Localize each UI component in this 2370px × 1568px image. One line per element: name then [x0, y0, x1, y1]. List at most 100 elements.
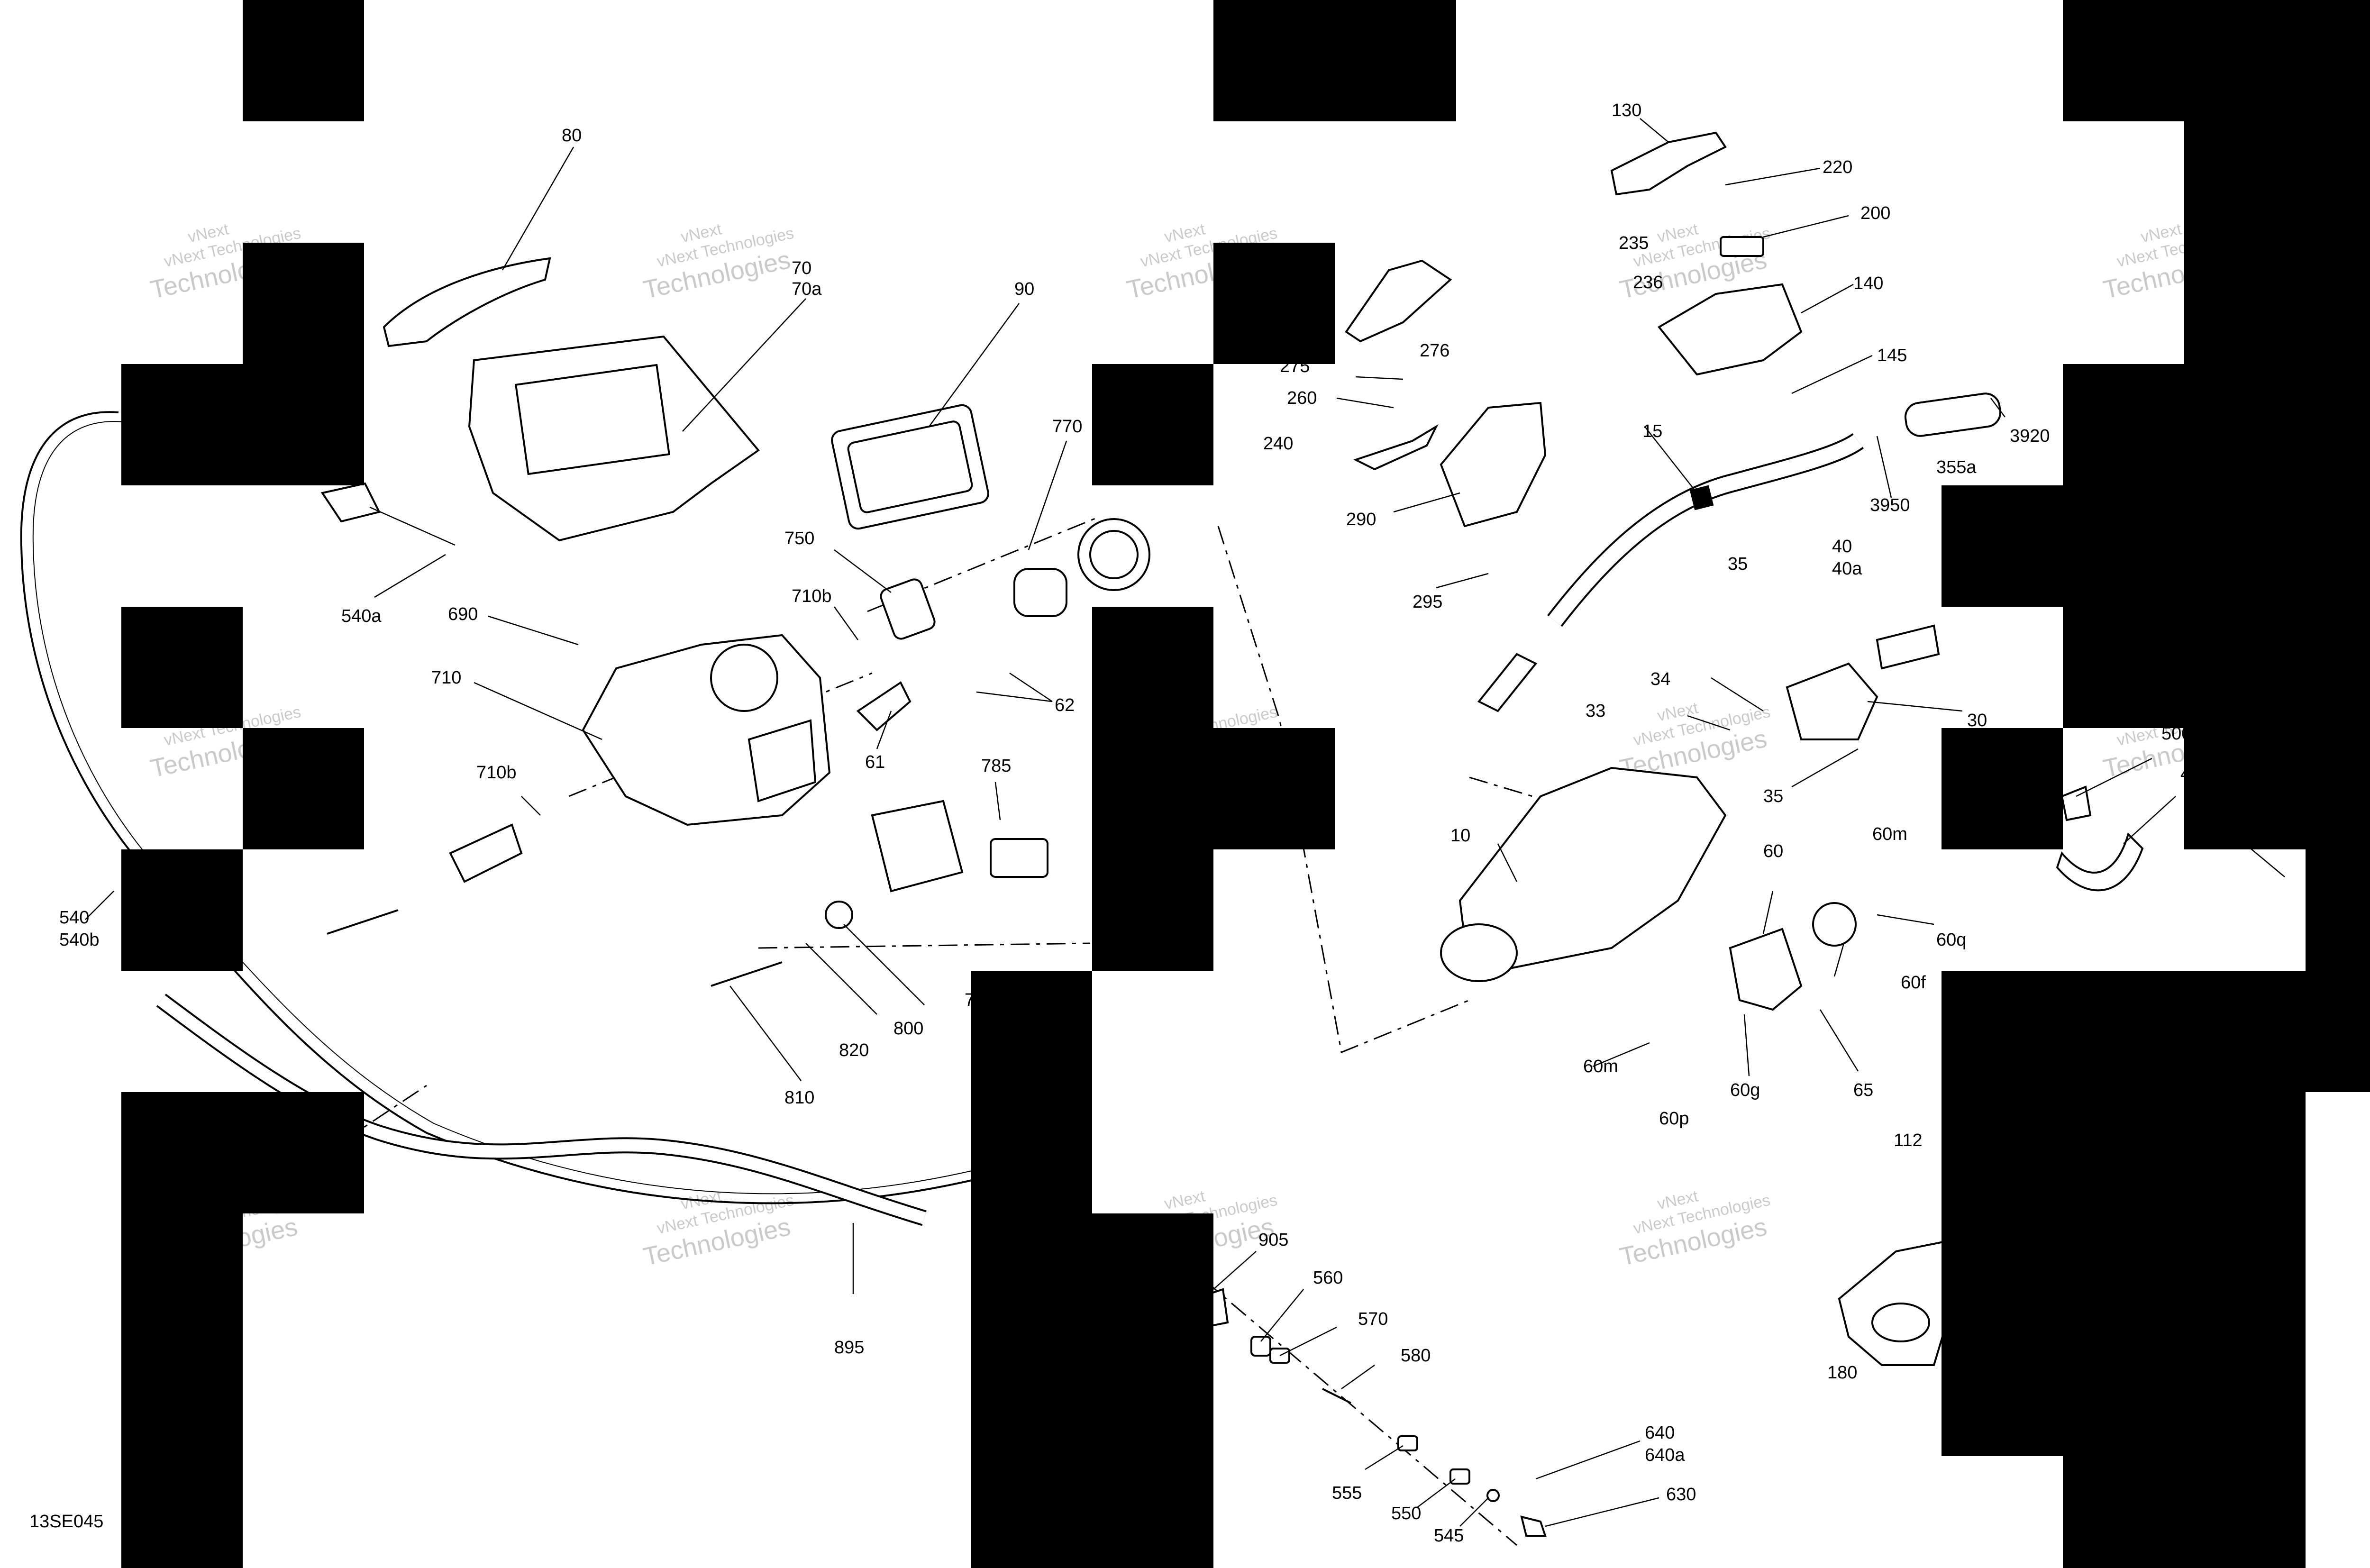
callout-40a: 40a: [1832, 559, 1862, 579]
callout-630: 630: [1666, 1485, 1696, 1504]
leader: [1867, 701, 1963, 712]
leader: [1592, 1042, 1650, 1067]
leader: [1833, 943, 1845, 977]
part-spring: [1477, 653, 1538, 712]
leader: [1365, 1445, 1404, 1470]
callout-355a: 355a: [1936, 457, 1977, 477]
callout-60m: 60m: [1872, 824, 1907, 844]
callout-130: 130: [1612, 100, 1641, 120]
occlusion-block: [2184, 0, 2370, 849]
part-355a-grip: [1904, 392, 2002, 437]
part-810-pin: [711, 961, 783, 987]
callout-236: 236: [1633, 273, 1663, 292]
occlusion-block: [1092, 1213, 1213, 1568]
leader: [2123, 796, 2176, 844]
callout-3950: 3950: [1870, 495, 1910, 515]
occlusion-block: [1213, 728, 1335, 849]
part-60-module: [1729, 928, 1803, 1011]
callout-545: 545: [1434, 1526, 1464, 1546]
leader: [1497, 843, 1518, 882]
leader: [843, 924, 925, 1005]
leader: [682, 298, 806, 432]
part-550: [1449, 1468, 1470, 1485]
part-cover: [1345, 259, 1452, 343]
part-switch-block: [871, 800, 964, 893]
callout-33: 33: [1586, 701, 1605, 721]
callout-112: 112: [1894, 1130, 1923, 1150]
occlusion-block: [971, 971, 1092, 1568]
handlebar-15-band: [1689, 485, 1714, 511]
part-240-lever: [1353, 424, 1439, 471]
callout-61: 61: [865, 752, 885, 772]
callout-640a: 640a: [1645, 1445, 1685, 1465]
part-540a-rod: [369, 506, 456, 546]
callout-65: 65: [1853, 1080, 1873, 1100]
leader: [834, 549, 892, 593]
occlusion-block: [121, 607, 243, 728]
occlusion-block: [243, 728, 364, 849]
occlusion-block: [243, 0, 364, 121]
cables: [20, 411, 1864, 1226]
callout-580: 580: [1401, 1346, 1431, 1366]
occlusion-block: [1942, 971, 2184, 1335]
occlusion-block: [2306, 849, 2370, 1092]
callout-60f: 60f: [1901, 973, 1926, 993]
callout-770: 770: [1052, 417, 1082, 437]
callout-550: 550: [1391, 1504, 1421, 1523]
part-555: [1397, 1435, 1418, 1451]
leader: [1819, 1009, 1859, 1072]
leader: [1791, 748, 1859, 788]
callout-220: 220: [1823, 157, 1852, 177]
callout-820: 820: [839, 1040, 869, 1060]
leader: [1640, 118, 1669, 143]
part-500: [2060, 785, 2092, 821]
assembly-lines: [312, 516, 1565, 1546]
part-switch-connector: [990, 838, 1048, 878]
part-770-ring-inner: [1089, 530, 1139, 579]
occlusion-block: [2063, 607, 2184, 728]
callout-295: 295: [1413, 592, 1442, 612]
callout-555: 555: [1332, 1483, 1362, 1503]
callout-10: 10: [1450, 826, 1470, 846]
assembly-line: [1203, 1279, 1517, 1546]
cable-540-inner: [32, 421, 972, 1194]
leader: [1436, 573, 1489, 589]
leader: [1725, 167, 1821, 186]
leader: [994, 782, 1001, 820]
callout-40: 40: [1832, 537, 1852, 556]
leader: [1009, 672, 1053, 702]
leader: [1644, 426, 1697, 493]
occlusion-block: [2184, 1092, 2306, 1568]
callout-60p: 60p: [1659, 1109, 1689, 1129]
leader: [1711, 677, 1764, 712]
hose-895-inner: [157, 995, 926, 1224]
callout-710b-lower: 710b: [476, 763, 517, 783]
part-580: [1322, 1388, 1351, 1404]
callout-80: 80: [562, 126, 582, 146]
part-30-clamp: [1786, 662, 1878, 740]
leader: [488, 615, 579, 646]
callout-690: 690: [448, 604, 478, 624]
callout-60m-lower: 60m: [1583, 1057, 1618, 1076]
callout-560: 560: [1313, 1268, 1343, 1288]
occlusion-block: [121, 1213, 243, 1568]
callout-260: 260: [1287, 388, 1317, 408]
leader: [1545, 1497, 1659, 1527]
occlusion-block: [2063, 1335, 2184, 1568]
part-61-bracket: [856, 681, 912, 731]
occlusion-block: [1092, 364, 1213, 485]
callout-540: 540: [59, 908, 89, 928]
occlusion-block: [2184, 971, 2306, 1092]
leader: [2076, 757, 2152, 797]
leader: [1990, 398, 2005, 418]
callout-710b: 710b: [792, 586, 832, 606]
assembly-line: [312, 1085, 427, 1162]
callout-570: 570: [1358, 1309, 1388, 1329]
part-460: [2056, 832, 2144, 892]
leader: [1336, 397, 1394, 409]
occlusion-block: [121, 849, 243, 971]
callout-240: 240: [1263, 434, 1293, 454]
callout-640: 640: [1645, 1423, 1675, 1443]
occlusion-block: [121, 364, 243, 485]
